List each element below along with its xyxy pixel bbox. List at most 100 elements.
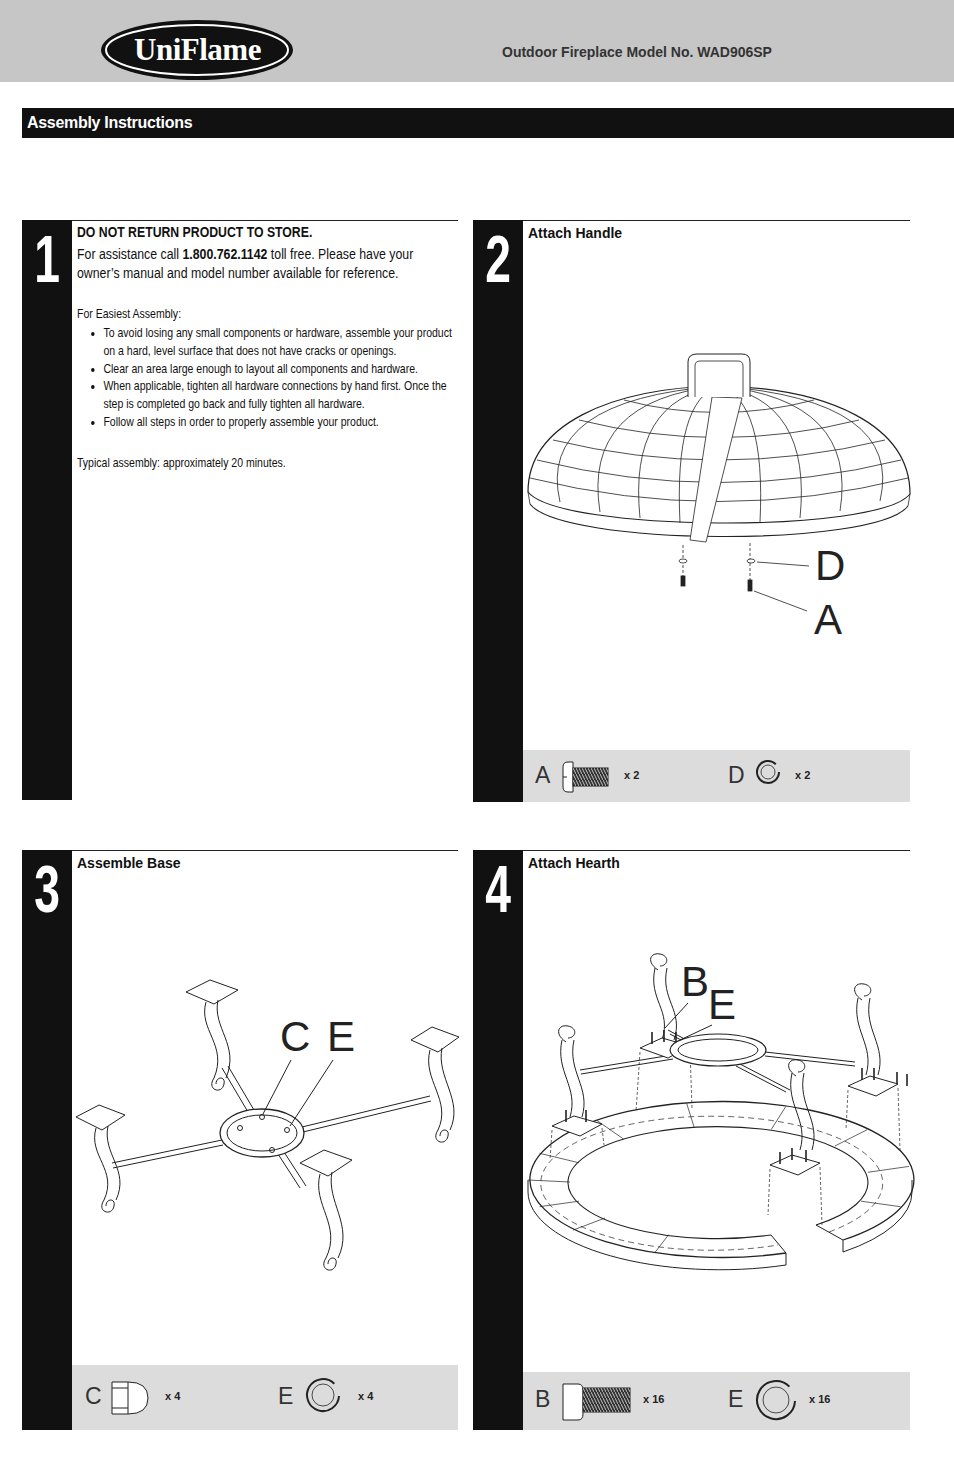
hearth-illustration xyxy=(559,1026,575,1042)
hearth-illustration xyxy=(654,968,677,1040)
warning-heading: DO NOT RETURN PRODUCT TO STORE. xyxy=(77,223,457,241)
hearth-illustration xyxy=(857,998,880,1075)
hardware-icons xyxy=(563,777,567,778)
hearth-illustration xyxy=(765,1052,855,1066)
hardware-icons xyxy=(112,1382,128,1414)
part-count: x 2 xyxy=(795,770,810,781)
phone-number: 1.800.762.1142 xyxy=(182,246,267,262)
dome-illustration xyxy=(528,354,910,611)
base-illustration xyxy=(238,1126,243,1131)
dome-illustration xyxy=(754,591,807,611)
hearth-illustration xyxy=(568,1127,868,1239)
hearth-illustration xyxy=(580,1055,673,1074)
hardware-icons xyxy=(112,1382,148,1414)
panel-frames xyxy=(22,850,72,1430)
hearth-illustration xyxy=(780,1148,806,1164)
section-heading: Assembly Instructions xyxy=(27,114,192,132)
dome-illustration xyxy=(683,543,750,586)
dome-illustration xyxy=(528,492,910,506)
bullet-item: Follow all steps in order to properly as… xyxy=(103,414,457,432)
hardware-strip: Ax 2Dx 2 xyxy=(523,750,910,802)
hearth-illustration xyxy=(680,1025,712,1040)
callout-letter: E xyxy=(327,1016,355,1058)
brand-logo: UniFlame xyxy=(105,34,290,65)
part-count: x 4 xyxy=(358,1391,373,1402)
base-illustration xyxy=(222,1066,254,1112)
hearth-illustration xyxy=(530,1101,914,1257)
hearth-illustration xyxy=(651,954,667,970)
dome-illustration xyxy=(528,492,910,523)
subheading: For Easiest Assembly: xyxy=(77,305,457,323)
base-illustration xyxy=(95,1126,120,1200)
step-panel: 3Assemble BaseCx 4Ex 4 xyxy=(22,850,458,1430)
hardware-strip: Bx 16Ex 16 xyxy=(523,1372,910,1430)
panel-frames xyxy=(72,850,458,851)
base-illustration xyxy=(186,980,238,1004)
callout-letter: A xyxy=(814,599,842,641)
hearth-illustration xyxy=(791,1073,814,1150)
bullet-item: When applicable, tighten all hardware co… xyxy=(103,378,457,414)
step-panel: 2Attach HandleAx 2Dx 2 xyxy=(473,220,910,802)
step-title: Assemble Base xyxy=(77,854,181,872)
panel-frames xyxy=(72,1365,458,1430)
base-illustration xyxy=(436,1130,448,1142)
part-letter: C xyxy=(85,1385,102,1408)
dome-illustration xyxy=(530,504,908,537)
hearth-illustration xyxy=(855,984,871,1000)
base-illustration xyxy=(263,1060,291,1114)
dome-illustration xyxy=(695,361,743,397)
hardware-icons xyxy=(563,1384,583,1420)
part-letter: E xyxy=(278,1385,293,1408)
bullet-item: To avoid losing any small components or … xyxy=(103,325,457,361)
panel-frames xyxy=(22,220,72,800)
hearth-illustration xyxy=(768,1167,822,1225)
hearth-illustration xyxy=(846,1088,900,1150)
text-column: DO NOT RETURN PRODUCT TO STORE. For assis… xyxy=(77,223,457,472)
hearth-illustration xyxy=(541,1116,883,1250)
hearth-illustration xyxy=(528,1103,909,1253)
base-illustration xyxy=(319,1172,343,1258)
paragraph: For assistance call1.800.762.1142toll fr… xyxy=(77,245,457,283)
dome-illustration xyxy=(681,576,685,586)
hearth-illustration xyxy=(771,1225,843,1253)
base-illustration xyxy=(302,1096,431,1132)
part-letter: E xyxy=(728,1388,743,1411)
base-illustration xyxy=(76,980,459,1270)
dome-illustration xyxy=(757,562,809,566)
hearth-illustration xyxy=(848,1076,898,1096)
step-number: 1 xyxy=(30,226,65,292)
base-illustration xyxy=(76,1105,125,1130)
hardware-icons xyxy=(112,761,795,1420)
callout-letter: C xyxy=(280,1016,310,1058)
step-number: 3 xyxy=(30,856,65,922)
dome-illustration xyxy=(688,354,750,397)
dome-illustration xyxy=(719,386,883,501)
callout-letter: E xyxy=(708,984,736,1026)
hardware-icons xyxy=(583,1388,630,1412)
hardware-icons xyxy=(761,765,775,779)
header-background xyxy=(0,0,954,138)
hardware-icons xyxy=(757,1381,795,1419)
hearth-illustration xyxy=(652,1030,676,1044)
hearth-illustration xyxy=(670,1034,766,1066)
hardware-icons xyxy=(573,768,608,786)
part-letter: A xyxy=(535,764,550,787)
dome-illustration xyxy=(557,386,719,502)
step-number: 4 xyxy=(481,856,516,922)
section-band: Assembly Instructions xyxy=(22,108,954,138)
header-background xyxy=(0,0,954,82)
panel-frames xyxy=(523,750,910,802)
hearth-illustration xyxy=(550,1128,604,1160)
step-panel: 4Attach HearthBx 16Ex 16 xyxy=(473,850,910,1430)
base-illustration xyxy=(429,1048,454,1130)
base-illustration xyxy=(324,1258,336,1270)
hardware-icons xyxy=(312,1384,334,1406)
header-background xyxy=(101,20,293,80)
header-band: UniFlameOutdoor Fireplace Model No. WAD9… xyxy=(0,0,954,82)
base-illustration xyxy=(112,1140,223,1168)
dome-illustration xyxy=(690,397,742,542)
part-letter: B xyxy=(535,1388,550,1411)
step-title: Attach Handle xyxy=(528,224,622,242)
